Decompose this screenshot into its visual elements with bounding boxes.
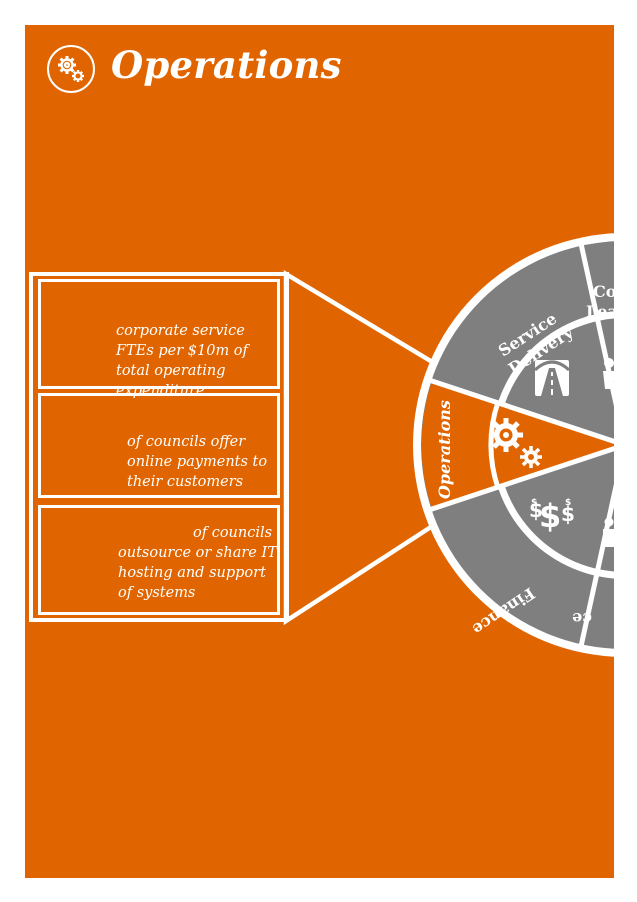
svg-text:$: $ [539,497,561,535]
segment-label-governance: ce [572,609,592,628]
svg-text:$: $ [561,502,575,526]
callout-text-it-hosting-rest: outsource or share IT hosting and suppor… [118,545,277,601]
svg-text:$: $ [531,498,537,508]
svg-text:$: $ [529,498,543,522]
wheel-dividers [428,238,614,652]
operations-gears-icon [489,418,542,468]
page-title: Operations [111,43,342,87]
segment-label-community-leadership-line1: Co [593,282,614,301]
callout-text-it-hosting-first: of councils [193,525,273,541]
operations-panel: Operations [25,25,614,878]
gears-icon [47,45,95,93]
people-icon [603,358,614,389]
callout-text-online-payments: of councils offer online payments to the… [127,434,268,490]
dollar-signs-icon: $ $ $ $ $ [529,497,575,535]
svg-text:$: $ [565,498,571,508]
callout-text-fte: corporate service FTEs per $10m of total… [116,323,248,399]
callout-it-hosting: of councils outsource or share IT hostin… [38,505,280,615]
callout-text-it-hosting: of councils outsource or share IT hostin… [118,523,278,603]
callout-group: corporate service FTEs per $10m of total… [29,272,289,622]
person-icon [603,517,614,547]
wheel-segment-operations-outer [421,381,498,509]
segment-label-community-leadership-line2: Lea [586,302,614,321]
council-wheel-diagram: Service Delivery Co Lea Operations Finan… [283,233,614,657]
road-icon [533,360,571,396]
callout-online-payments: of councils offer online payments to the… [38,393,280,498]
callout-fte-metric: corporate service FTEs per $10m of total… [38,279,280,399]
segment-label-operations: Operations [435,400,454,499]
